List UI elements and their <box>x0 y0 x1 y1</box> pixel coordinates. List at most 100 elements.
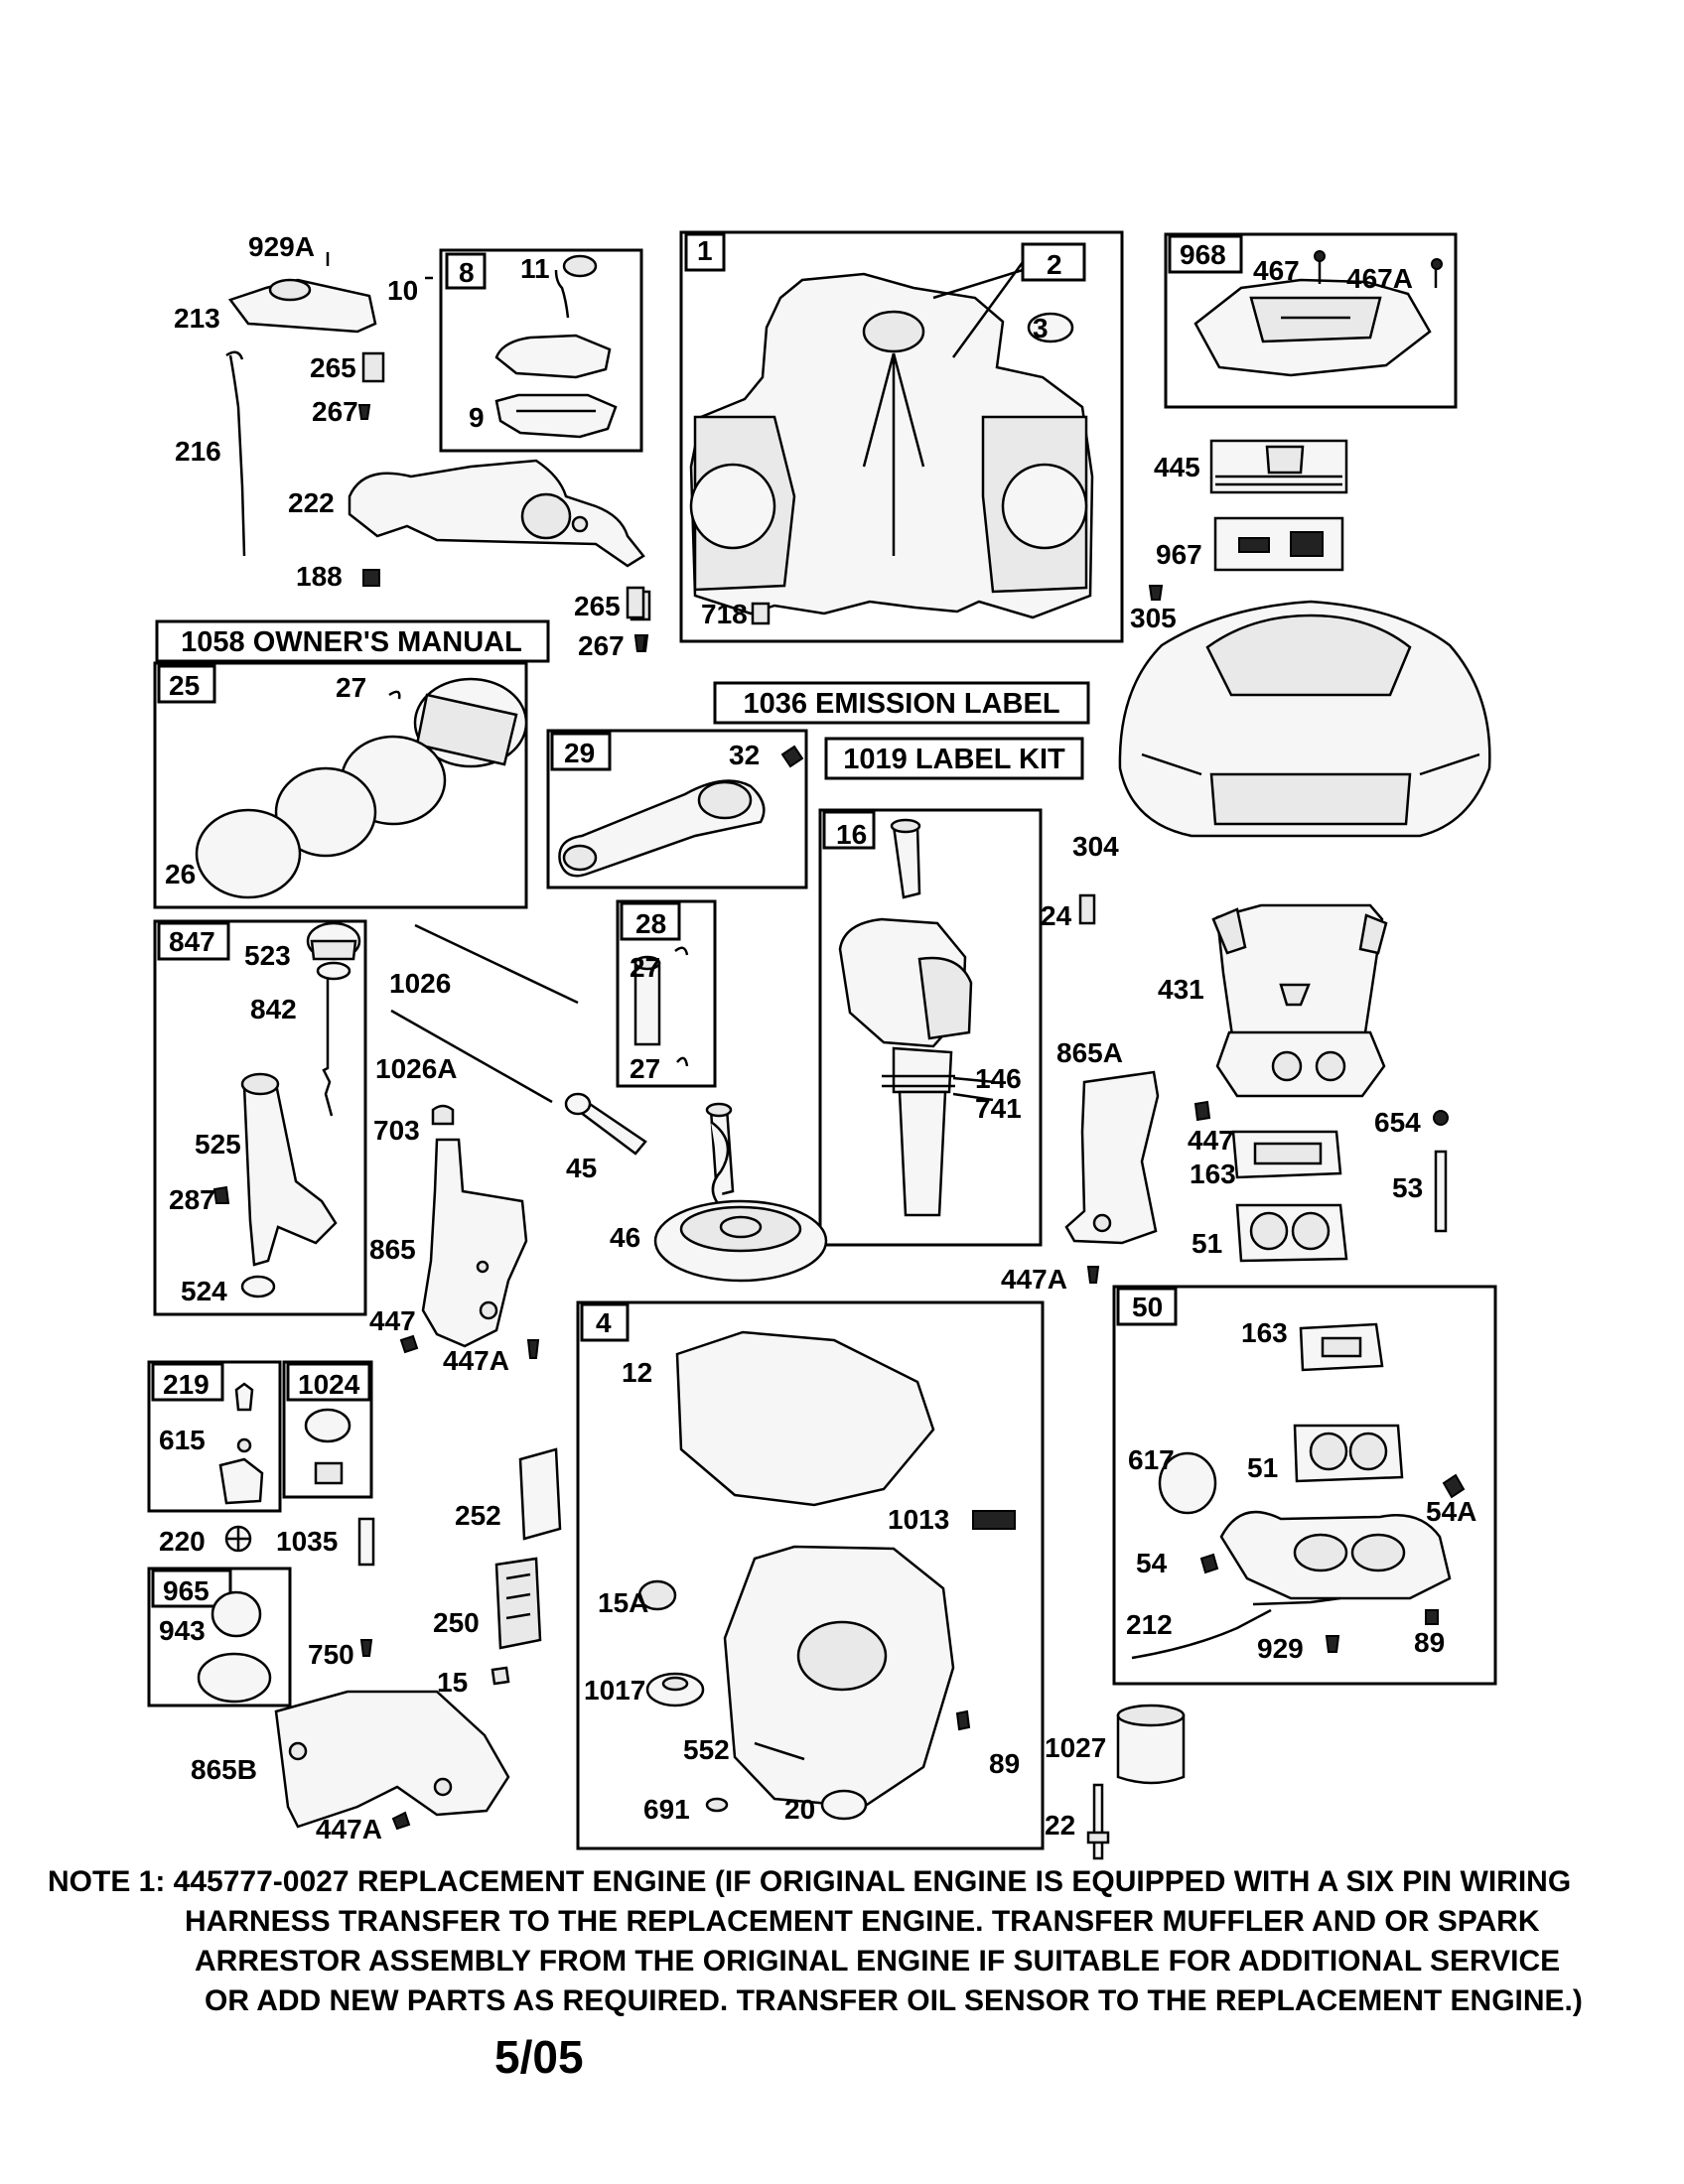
label-22: 22 <box>1045 1810 1075 1841</box>
intake-base-drawing <box>1211 903 1388 1098</box>
label-523: 523 <box>244 940 291 971</box>
label-691: 691 <box>643 1794 690 1825</box>
label-20: 20 <box>784 1794 815 1825</box>
camshaft-gear-drawing <box>653 1102 828 1283</box>
label-50: 50 <box>1132 1292 1163 1322</box>
callout-owners-manual: 1058 OWNER'S MANUAL <box>155 619 550 663</box>
label-46: 46 <box>610 1222 640 1253</box>
part-number-labels: 929A 10 213 265 267 216 222 188 8 11 9 1… <box>159 231 1476 1844</box>
label-27-lower: 27 <box>630 1053 660 1084</box>
label-445: 445 <box>1154 452 1200 482</box>
pushrods-drawing <box>390 923 579 1104</box>
note-line-3: ARRESTOR ASSEMBLY FROM THE ORIGINAL ENGI… <box>195 1945 1561 1978</box>
label-267-top: 267 <box>312 396 358 427</box>
oil-seal-drawing <box>197 1590 373 1704</box>
label-1035: 1035 <box>276 1526 338 1557</box>
label-kit-label: 1019 LABEL KIT <box>843 744 1065 775</box>
label-703: 703 <box>373 1115 420 1146</box>
label-54: 54 <box>1136 1548 1168 1578</box>
label-51-lower: 51 <box>1247 1452 1278 1483</box>
label-2: 2 <box>1047 249 1062 280</box>
label-89-sump: 89 <box>989 1748 1020 1779</box>
label-447A-right: 447A <box>1001 1264 1067 1295</box>
label-865: 865 <box>369 1234 416 1265</box>
gaskets-drawing <box>1086 1110 1449 1284</box>
label-163-upper: 163 <box>1190 1159 1236 1189</box>
decal-and-label-drawing <box>491 1447 562 1686</box>
label-965: 965 <box>163 1575 210 1606</box>
revision-date: 5/05 <box>494 2031 584 2083</box>
label-4: 4 <box>596 1307 612 1338</box>
label-750: 750 <box>308 1639 354 1670</box>
label-615: 615 <box>159 1425 206 1455</box>
cylinder-baffle-865-drawing <box>399 1138 540 1359</box>
label-89-manifold: 89 <box>1414 1627 1445 1658</box>
label-216: 216 <box>175 436 221 467</box>
label-24: 24 <box>1041 900 1072 931</box>
assembly-boxes <box>147 230 1497 1850</box>
oil-fill-tube-drawing <box>212 921 361 1298</box>
note-line-4: OR ADD NEW PARTS AS REQUIRED. TRANSFER O… <box>205 1984 1583 2017</box>
label-8: 8 <box>459 257 475 288</box>
label-146: 146 <box>975 1063 1022 1094</box>
label-12: 12 <box>622 1357 652 1388</box>
label-10: 10 <box>387 275 418 306</box>
label-51-upper: 51 <box>1192 1228 1222 1259</box>
crankshaft-drawing <box>838 818 996 1217</box>
connecting-rod-drawing <box>558 745 804 878</box>
label-967: 967 <box>1156 539 1202 570</box>
label-1027: 1027 <box>1045 1732 1106 1763</box>
label-447A-bottom: 447A <box>316 1814 382 1844</box>
label-467A: 467A <box>1346 263 1413 294</box>
label-220: 220 <box>159 1526 206 1557</box>
label-54A: 54A <box>1426 1496 1476 1527</box>
label-447A-left: 447A <box>443 1345 509 1376</box>
label-1017: 1017 <box>584 1675 645 1706</box>
clip-and-screw-drawing <box>626 586 647 652</box>
label-1024: 1024 <box>298 1369 360 1400</box>
oil-filter-drawing <box>1086 1704 1186 1860</box>
label-842: 842 <box>250 994 297 1024</box>
dowel-pin-drawing <box>1078 893 1096 925</box>
label-447-left: 447 <box>369 1305 416 1336</box>
sump-drawing <box>637 1330 1016 1821</box>
label-252: 252 <box>455 1500 501 1531</box>
label-222: 222 <box>288 487 335 518</box>
label-15A: 15A <box>598 1587 648 1618</box>
label-287: 287 <box>169 1184 215 1215</box>
replacement-engine-note: NOTE 1: 445777-0027 REPLACEMENT ENGINE (… <box>48 1862 1656 2021</box>
label-219: 219 <box>163 1369 210 1400</box>
label-447-right: 447 <box>1188 1125 1234 1156</box>
owners-manual-label: 1058 OWNER'S MANUAL <box>181 626 522 658</box>
air-cleaner-cover-drawing <box>1193 250 1443 377</box>
label-865A: 865A <box>1056 1037 1123 1068</box>
label-304: 304 <box>1072 831 1119 862</box>
label-431: 431 <box>1158 974 1204 1005</box>
label-163-lower: 163 <box>1241 1317 1288 1348</box>
label-968: 968 <box>1180 239 1226 270</box>
label-718: 718 <box>701 599 748 629</box>
label-654: 654 <box>1374 1107 1421 1138</box>
note-line-2: HARNESS TRANSFER TO THE REPLACEMENT ENGI… <box>185 1905 1540 1938</box>
wrist-pin-drawing <box>633 946 689 1067</box>
label-28: 28 <box>635 908 666 939</box>
valve-drawing <box>431 1092 647 1156</box>
label-212: 212 <box>1126 1609 1173 1640</box>
label-267-bottom: 267 <box>578 630 625 661</box>
control-bracket-drawing <box>225 252 651 652</box>
label-552: 552 <box>683 1734 730 1765</box>
label-3: 3 <box>1033 313 1049 343</box>
label-32: 32 <box>729 740 760 770</box>
label-865B: 865B <box>191 1754 257 1785</box>
label-45: 45 <box>566 1153 597 1183</box>
label-1013: 1013 <box>888 1504 949 1535</box>
air-filter-drawing <box>1148 439 1348 601</box>
label-467: 467 <box>1253 255 1300 286</box>
label-1: 1 <box>697 235 713 266</box>
label-305: 305 <box>1130 603 1177 633</box>
label-27-piston: 27 <box>336 672 366 703</box>
label-943: 943 <box>159 1615 206 1646</box>
label-188: 188 <box>296 561 343 592</box>
governor-drawing <box>218 1382 375 1567</box>
cylinder-baffle-865A-drawing <box>1064 1070 1211 1245</box>
